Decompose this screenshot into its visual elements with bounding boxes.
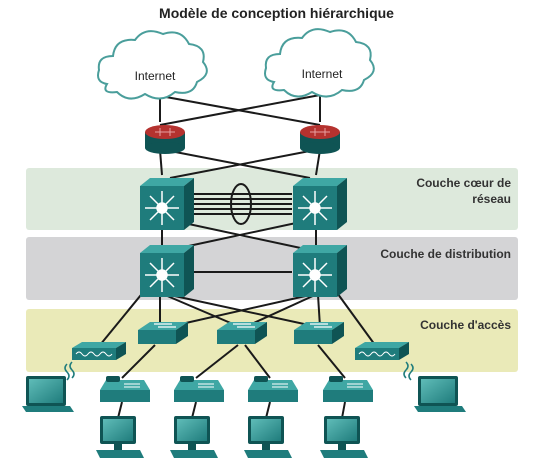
- diagram-title: Modèle de conception hiérarchique: [159, 5, 394, 21]
- switch-icon: [217, 322, 267, 344]
- core-layer-label-line1: Couche cœur de: [416, 176, 511, 190]
- multilayer-switch-icon: [293, 178, 347, 230]
- switch-icon: [294, 322, 344, 344]
- laptop-icon: [22, 376, 74, 412]
- pc-icon: [320, 416, 368, 458]
- ip-phone-icon: [100, 376, 150, 402]
- ip-phone-icon: [174, 376, 224, 402]
- router-icon: [145, 125, 185, 154]
- network-links: [99, 94, 376, 419]
- etherchannel-ring-icon: [230, 183, 252, 225]
- switch-icon: [138, 322, 188, 344]
- core-layer-label-line2: réseau: [472, 192, 511, 206]
- ip-phone-icon: [248, 376, 298, 402]
- pc-icon: [170, 416, 218, 458]
- access-layer-label: Couche d'accès: [420, 318, 511, 332]
- ip-phone-icon: [323, 376, 373, 402]
- laptop-icon: [414, 376, 466, 412]
- wireless-ap-icon: [355, 342, 409, 360]
- wireless-ap-icon: [72, 342, 126, 360]
- wireless-signal-right: [403, 361, 414, 381]
- cloud-icon: Internet: [264, 28, 375, 98]
- router-icon: [300, 125, 340, 154]
- cloud-label: Internet: [302, 67, 343, 81]
- pc-icon: [244, 416, 292, 458]
- cloud-label: Internet: [135, 69, 176, 83]
- multilayer-switch-icon: [140, 178, 194, 230]
- multilayer-switch-icon: [293, 245, 347, 297]
- pc-icon: [96, 416, 144, 458]
- cloud-icon: Internet: [97, 30, 208, 100]
- wireless-signal-left: [64, 361, 75, 381]
- multilayer-switch-icon: [140, 245, 194, 297]
- distribution-layer-label: Couche de distribution: [380, 247, 511, 261]
